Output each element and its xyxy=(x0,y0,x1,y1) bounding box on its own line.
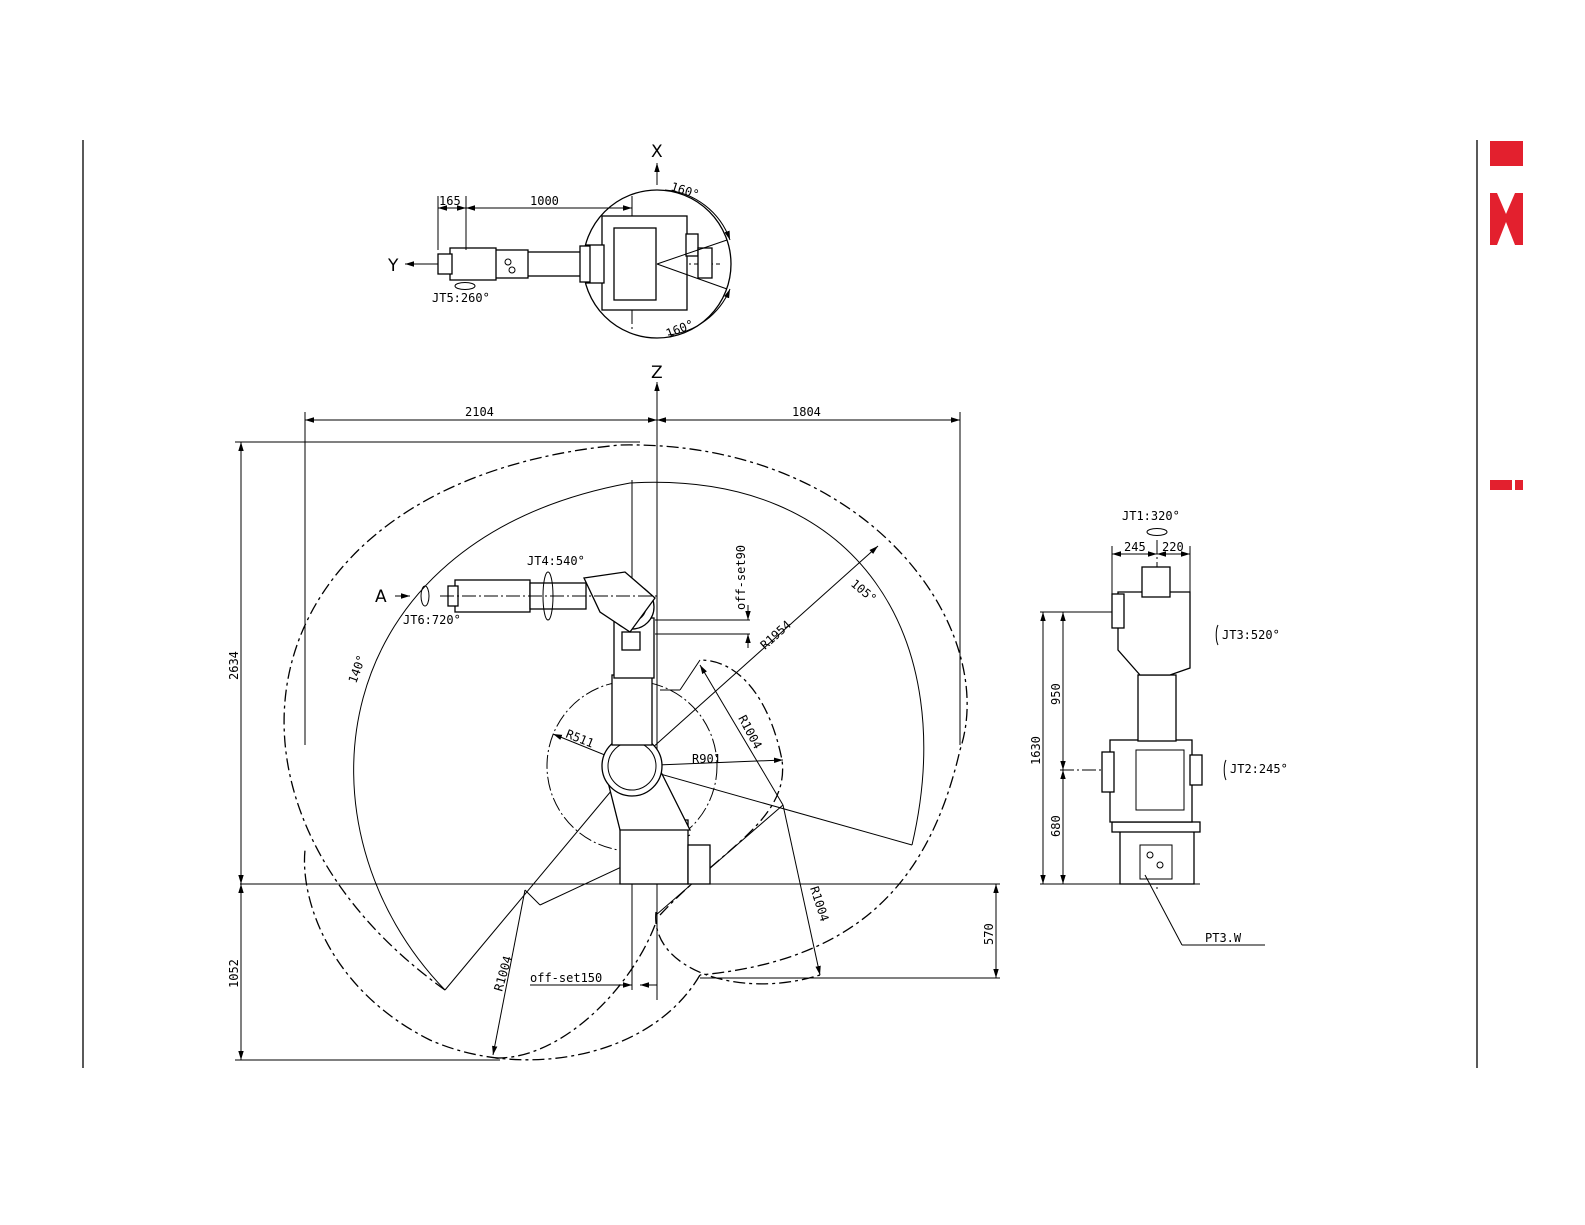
front-dim-220: 220 xyxy=(1162,540,1184,554)
pt3w-label: PT3.W xyxy=(1205,931,1242,945)
jt5-label: JT5:260° xyxy=(432,291,490,305)
jt2-label: JT2:245° xyxy=(1230,762,1288,776)
front-view xyxy=(1040,529,1265,946)
side-dim-1804: 1804 xyxy=(792,405,821,419)
side-dim-1052: 1052 xyxy=(227,959,241,988)
top-dim-165: 165 xyxy=(439,194,461,208)
front-dim-680: 680 xyxy=(1049,815,1063,837)
jt6-label: JT6:720° xyxy=(403,613,461,627)
r511-label: R511 xyxy=(564,727,596,751)
jt3-label: JT3:520° xyxy=(1222,628,1280,642)
top-angle-top: 160° xyxy=(669,180,701,202)
r901-label: R901 xyxy=(692,752,721,766)
side-dim-570: 570 xyxy=(982,923,996,945)
top-x-axis-label: X xyxy=(651,142,663,162)
view-a-label: A xyxy=(375,587,387,607)
top-dim-1000: 1000 xyxy=(530,194,559,208)
r1954-label: R1954 xyxy=(758,618,794,653)
top-y-axis-label: Y xyxy=(387,256,399,276)
r1004-label-c: R1004 xyxy=(491,954,514,993)
angle-140-label: 140° xyxy=(346,653,369,685)
offset-150-label: off-set150 xyxy=(530,971,602,985)
front-dim-245: 245 xyxy=(1124,540,1146,554)
front-dim-1630: 1630 xyxy=(1029,736,1043,765)
top-angle-bottom: 160° xyxy=(664,317,696,341)
side-z-axis-label: Z xyxy=(651,363,663,383)
front-dim-950: 950 xyxy=(1049,683,1063,705)
offset-90-label: off-set90 xyxy=(734,545,748,610)
jt4-label: JT4:540° xyxy=(527,554,585,568)
side-dim-2634: 2634 xyxy=(227,651,241,680)
side-view xyxy=(235,382,1000,1060)
jt1-label: JT1:320° xyxy=(1122,509,1180,523)
r1004-label-b: R1004 xyxy=(807,885,831,924)
side-dim-2104: 2104 xyxy=(465,405,494,419)
kawasaki-logo-icon xyxy=(1490,141,1523,490)
